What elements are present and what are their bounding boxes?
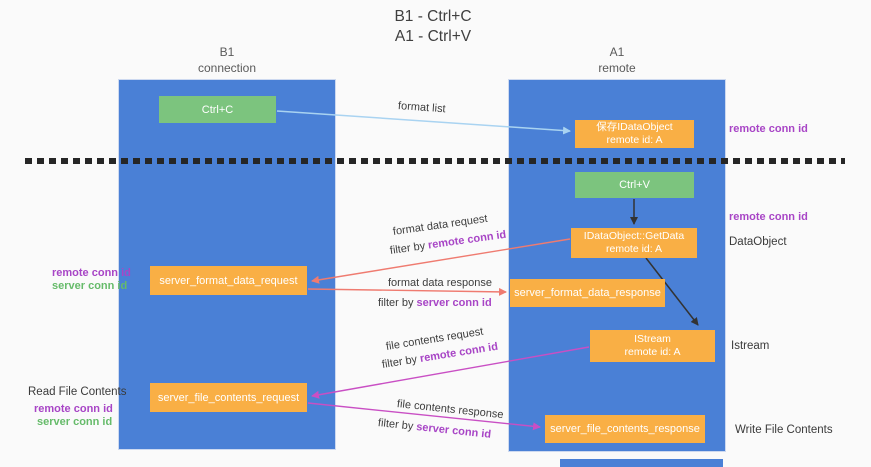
file-request-box: server_file_contents_request [150, 383, 307, 412]
format-request-box: server_format_data_request [150, 266, 307, 295]
lane-a1-title: A1 [609, 45, 625, 59]
filter-server-conn-id-2: server conn id [416, 297, 492, 309]
save-dataobject-box: 保存IDataObject remote id: A [575, 120, 694, 148]
title-line-2: A1 - Ctrl+V [394, 28, 472, 45]
file-response-label: server_file_contents_response [550, 423, 700, 435]
filter-by-text-3: filter by [381, 353, 418, 371]
format-request-label: server_format_data_request [159, 274, 298, 287]
remote-conn-id-mid-right: remote conn id [729, 211, 808, 223]
istream-box: IStream remote id: A [590, 330, 715, 362]
ctrl-v-label: Ctrl+V [619, 179, 650, 191]
save-dataobject-line1: 保存IDataObject [596, 121, 673, 133]
remote-conn-id-left-bottom: remote conn id [34, 403, 113, 415]
ctrl-c-box: Ctrl+C [159, 96, 276, 123]
read-file-contents-annotation: Read File Contents [28, 386, 127, 398]
lane-b1-subtitle: connection [197, 61, 257, 75]
filter-server-conn-id-4: server conn id [415, 421, 492, 441]
dashed-divider [25, 158, 845, 164]
filter-by-text-1: filter by [389, 240, 426, 257]
write-file-contents-annotation: Write File Contents [735, 424, 833, 436]
server-conn-id-left-top: server conn id [52, 280, 128, 292]
ctrl-c-label: Ctrl+C [201, 103, 234, 116]
title-line-1: B1 - Ctrl+C [394, 8, 472, 25]
istream-line1: IStream [634, 333, 671, 345]
format-list-label: format list [397, 100, 446, 116]
save-dataobject-line2: remote id: A [606, 134, 663, 146]
swimlane-bottom-strip [560, 459, 723, 467]
arrow-format-data-response [307, 287, 507, 296]
format-response-label: server_format_data_response [514, 287, 661, 299]
getdata-line1: IDataObject::GetData [583, 230, 685, 242]
getdata-box: IDataObject::GetData remote id: A [571, 228, 697, 258]
remote-conn-id-top-right: remote conn id [729, 123, 808, 135]
file-response-box: server_file_contents_response [545, 415, 705, 443]
lane-b1-title: B1 [219, 45, 235, 59]
format-data-response-label: format data response [388, 277, 492, 289]
filter-by-text-4: filter by [377, 417, 414, 433]
filter-remote-conn-id-1: remote conn id [427, 228, 508, 252]
server-conn-id-left-bottom: server conn id [37, 416, 113, 428]
format-response-box: server_format_data_response [510, 279, 665, 307]
dataobject-annotation: DataObject [729, 236, 787, 248]
diagram-title: B1 - Ctrl+C A1 - Ctrl+V [348, 7, 518, 47]
istream-annotation: Istream [731, 340, 770, 352]
istream-line2: remote id: A [624, 346, 681, 358]
lane-header-a1: A1 remote [508, 44, 726, 76]
file-contents-response-label: file contents response [396, 398, 505, 422]
ctrl-v-box: Ctrl+V [575, 172, 694, 198]
file-request-label: server_file_contents_request [157, 391, 300, 404]
getdata-line2: remote id: A [605, 243, 663, 255]
lane-header-b1: B1 connection [118, 44, 336, 76]
remote-conn-id-left-top: remote conn id [52, 267, 131, 279]
lane-a1-subtitle: remote [598, 61, 636, 75]
filter-by-text-2: filter by [378, 297, 414, 309]
